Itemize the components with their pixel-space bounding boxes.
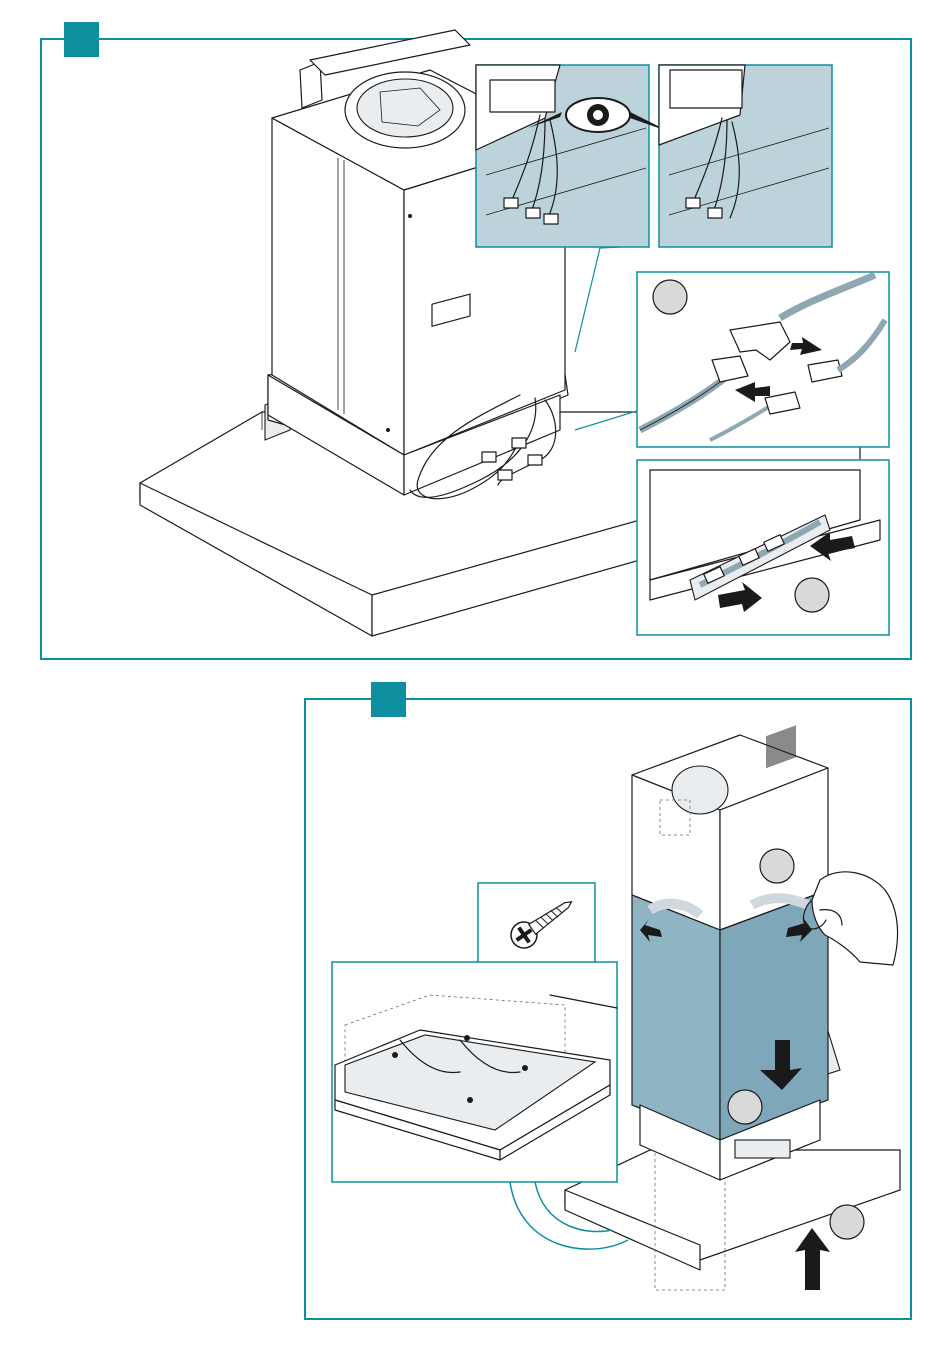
chimney-cover <box>632 725 828 1180</box>
arrow-icon <box>795 1228 830 1290</box>
step-1 <box>41 22 911 659</box>
step-circle-2 <box>795 578 829 612</box>
step-1-marker <box>64 22 99 57</box>
step-2 <box>305 682 911 1319</box>
step-circle-4 <box>728 1090 762 1124</box>
step-circle-5 <box>830 1205 864 1239</box>
step-2-marker <box>371 682 406 717</box>
cable-routing <box>637 460 889 635</box>
step-circle-1 <box>653 280 687 314</box>
connector-plugging <box>637 272 889 447</box>
wiring-detail-before <box>476 65 649 247</box>
wiring-detail-after <box>659 65 832 247</box>
mounting-plate-detail <box>332 962 617 1182</box>
step-circle-3 <box>760 849 794 883</box>
callout-leaders <box>575 246 640 430</box>
